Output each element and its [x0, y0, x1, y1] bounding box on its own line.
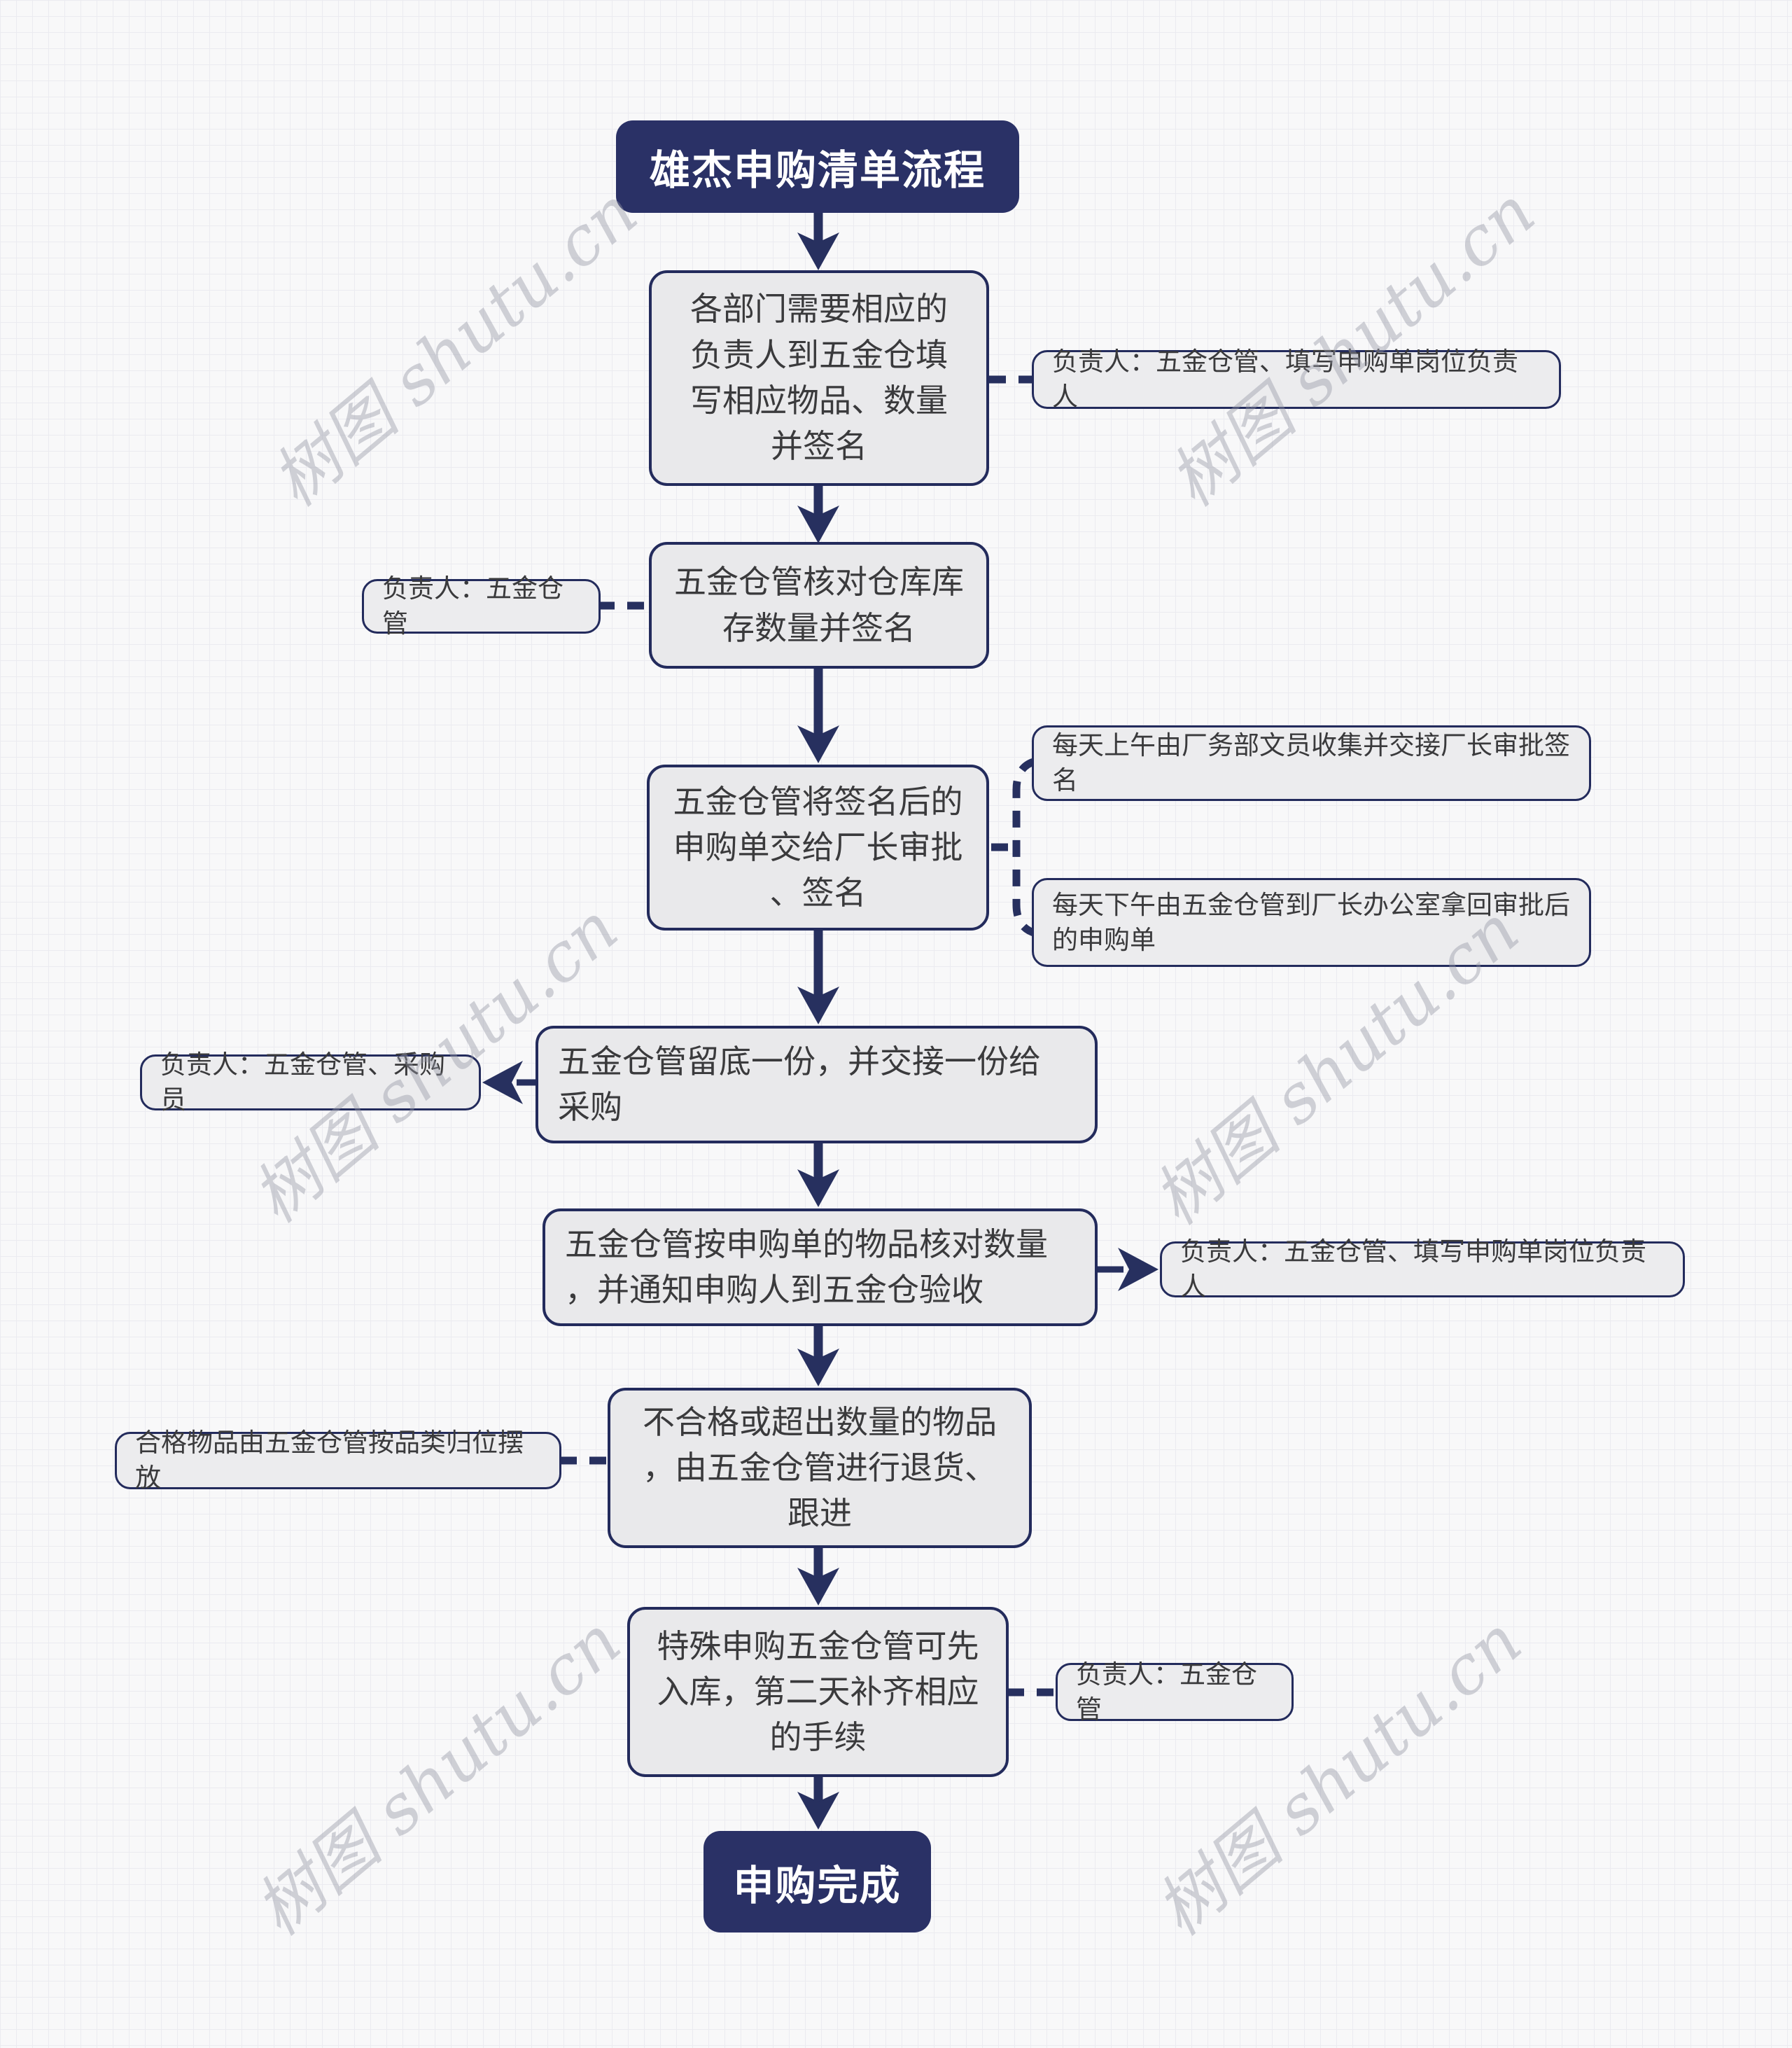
annotation-text: 每天上午由厂务部文员收集并交接厂长审批签 名: [1052, 731, 1570, 795]
step-1-node: 各部门需要相应的 负责人到五金仓填 写相应物品、数量 并签名: [649, 270, 989, 486]
step-3-text: 五金仓管将签名后的 申购单交给厂长审批 、签名: [673, 783, 963, 912]
title-node: 雄杰申购清单流程: [616, 120, 1019, 213]
annotation-text: 负责人：五金仓管、填写申购单岗位负责人: [1180, 1237, 1646, 1301]
dashed-bracket-step3-annotations: [1012, 757, 1037, 938]
annotation-text: 负责人：五金仓管、填写申购单岗位负责人: [1052, 347, 1518, 411]
arrow-step4-to-step5: [797, 1142, 839, 1207]
step-5-text: 五金仓管按申购单的物品核对数量 ，并通知申购人到五金仓验收: [565, 1225, 1048, 1308]
annotation-step3-afternoon: 每天下午由五金仓管到厂长办公室拿回审批后 的申购单: [1032, 878, 1591, 967]
step-2-text: 五金仓管核对仓库库 存数量并签名: [674, 564, 964, 646]
step-2-node: 五金仓管核对仓库库 存数量并签名: [649, 542, 989, 669]
annotation-step4-owner: 负责人：五金仓管、采购员: [140, 1050, 481, 1114]
arrow-step2-to-step3: [797, 667, 839, 763]
arrow-step6-to-step7: [797, 1547, 839, 1605]
step-3-node: 五金仓管将签名后的 申购单交给厂长审批 、签名: [647, 765, 989, 931]
annotation-step2-owner: 负责人：五金仓管: [362, 574, 601, 638]
step-4-node: 五金仓管留底一份，并交接一份给 采购: [536, 1026, 1098, 1143]
arrow-step1-to-step2: [797, 485, 839, 543]
annotation-step6-qualified: 合格物品由五金仓管按品类归位摆放: [115, 1428, 561, 1492]
step-6-text: 不合格或超出数量的物品 ，由五金仓管进行退货、 跟进: [643, 1403, 997, 1532]
arrow-title-to-step1: [797, 209, 839, 270]
step-7-node: 特殊申购五金仓管可先 入库，第二天补齐相应 的手续: [627, 1607, 1009, 1777]
annotation-text: 负责人：五金仓管: [1076, 1659, 1257, 1724]
end-node: 申购完成: [704, 1831, 931, 1932]
annotation-step5-owner: 负责人：五金仓管、填写申购单岗位负责人: [1160, 1237, 1685, 1301]
annotation-text: 合格物品由五金仓管按品类归位摆放: [135, 1428, 524, 1492]
arrow-step3-to-step4: [797, 929, 839, 1024]
step-1-text: 各部门需要相应的 负责人到五金仓填 写相应物品、数量 并签名: [690, 291, 948, 465]
step-5-node: 五金仓管按申购单的物品核对数量 ，并通知申购人到五金仓验收: [542, 1208, 1098, 1326]
arrow-step4-to-annotation: [482, 1061, 537, 1104]
diagram-title: 雄杰申购清单流程: [649, 148, 986, 193]
arrow-step7-to-end: [797, 1776, 839, 1830]
step-4-text: 五金仓管留底一份，并交接一份给 采购: [558, 1043, 1041, 1125]
annotation-text: 负责人：五金仓管: [382, 574, 564, 638]
step-6-node: 不合格或超出数量的物品 ，由五金仓管进行退货、 跟进: [608, 1388, 1032, 1548]
annotation-text: 每天下午由五金仓管到厂长办公室拿回审批后 的申购单: [1052, 890, 1570, 954]
arrow-step5-to-step6: [797, 1325, 839, 1386]
annotation-step7-owner: 负责人：五金仓管: [1056, 1660, 1294, 1724]
step-7-text: 特殊申购五金仓管可先 入库，第二天补齐相应 的手续: [657, 1627, 979, 1756]
annotation-step3-morning: 每天上午由厂务部文员收集并交接厂长审批签 名: [1032, 725, 1591, 801]
end-text: 申购完成: [733, 1862, 902, 1909]
annotation-text: 负责人：五金仓管、采购员: [160, 1050, 445, 1114]
arrow-step5-to-annotation: [1096, 1248, 1158, 1291]
annotation-step1-owner: 负责人：五金仓管、填写申购单岗位负责人: [1032, 347, 1561, 411]
